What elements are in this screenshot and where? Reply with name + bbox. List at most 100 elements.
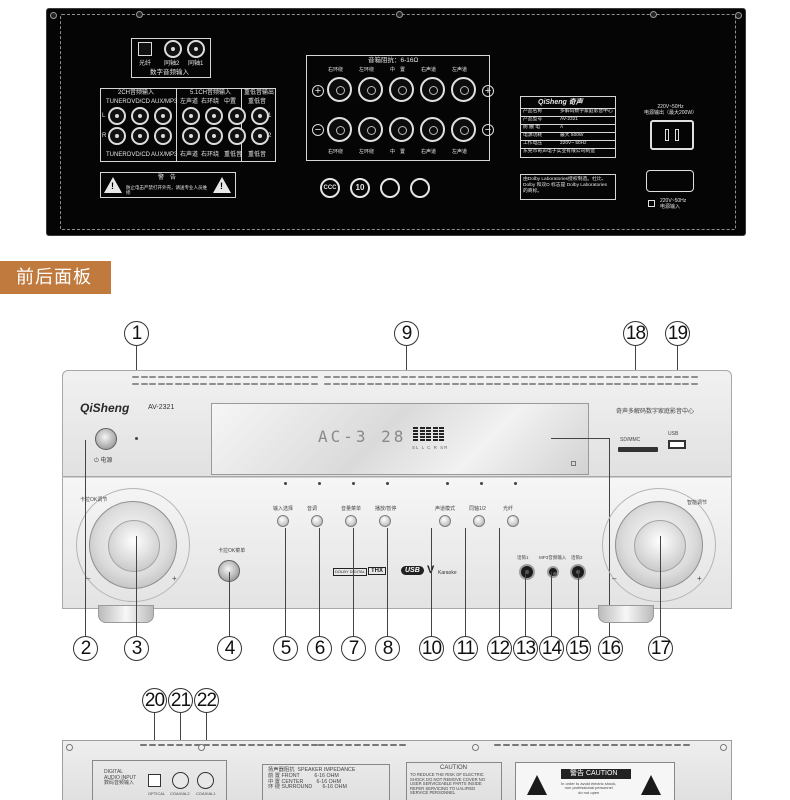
level-segment xyxy=(426,430,431,432)
eco-10-cert-icon: 10 xyxy=(350,178,370,198)
vent-slot xyxy=(157,383,165,385)
coaxial1-port[interactable] xyxy=(197,772,214,789)
vent-slot xyxy=(602,744,609,746)
vent-slot xyxy=(656,744,663,746)
mp3-label: MP3音频输入 xyxy=(539,555,567,560)
rca-jack-icon xyxy=(108,107,126,125)
callout-8: 8 xyxy=(375,636,400,661)
caution-title: CAUTION xyxy=(440,765,467,771)
mic1-jack[interactable] xyxy=(519,564,535,580)
vent-slot xyxy=(648,376,655,378)
speaker-top-label: 右环绕 xyxy=(328,67,344,73)
front-button-7[interactable] xyxy=(507,515,519,527)
level-segment xyxy=(439,433,444,435)
vent-slot xyxy=(203,744,210,746)
callout-4: 4 xyxy=(217,636,242,661)
karaoke-logo: Karaoke xyxy=(438,570,457,576)
spec-key: 东莞市奇声电子实业有限公司制造 xyxy=(523,148,595,154)
vent-slot xyxy=(494,383,501,385)
vent-slot xyxy=(349,383,357,385)
vent-slot xyxy=(417,383,425,385)
right-knob-ring xyxy=(602,488,716,602)
front-button-4[interactable] xyxy=(379,515,391,527)
spec-brand: QiSheng 奇声 xyxy=(538,99,583,106)
ac-outlet-icon xyxy=(650,120,694,150)
sd-card-slot[interactable] xyxy=(618,447,658,452)
vent-slot xyxy=(149,383,156,385)
front-button-6[interactable] xyxy=(473,515,485,527)
front-button-3[interactable] xyxy=(345,515,357,527)
vent-slot xyxy=(460,376,467,378)
level-segment xyxy=(432,427,438,429)
vent-slot xyxy=(584,744,591,746)
spec-value: AV-2321 xyxy=(560,116,579,122)
leader-line xyxy=(431,528,432,636)
power-button[interactable] xyxy=(95,428,117,450)
callout-7: 7 xyxy=(341,636,366,661)
vent-slot xyxy=(593,744,600,746)
speaker-bottom-label: 左环绕 xyxy=(359,149,375,155)
karaoke-adjust-knob[interactable] xyxy=(89,501,177,589)
vent-slot xyxy=(400,383,408,385)
vent-slot xyxy=(208,376,216,378)
coaxial1-label: COAXIAL1 xyxy=(196,791,216,796)
mic1-label: 话筒1 xyxy=(517,555,529,560)
front-button-label: 同轴1/2 xyxy=(469,506,486,512)
spec-divider xyxy=(520,132,616,133)
vent-slot xyxy=(302,383,309,385)
vfd-display xyxy=(211,403,589,475)
warning-title: 警 告 xyxy=(158,175,177,181)
vent-slot xyxy=(690,376,698,378)
vent-slot xyxy=(611,744,618,746)
rca-jack-icon xyxy=(228,107,246,125)
vent-slot xyxy=(276,383,284,385)
vent-slot xyxy=(366,383,374,385)
panel-dot xyxy=(446,482,449,485)
front-button-5[interactable] xyxy=(439,515,451,527)
coaxial2-port[interactable] xyxy=(172,772,189,789)
speaker-box xyxy=(306,55,490,161)
vent-slot xyxy=(311,744,318,746)
vent-slot xyxy=(390,744,397,746)
front-button-label: 音量菜单 xyxy=(341,506,362,512)
audio-input-box xyxy=(100,88,276,162)
vent-slot xyxy=(318,744,325,746)
leader-line xyxy=(499,528,500,636)
spec-key: 工作电压 xyxy=(523,140,543,146)
level-segment xyxy=(413,436,418,438)
vent-slot xyxy=(259,376,267,378)
mp3-input-jack[interactable] xyxy=(547,566,559,578)
usb-port[interactable] xyxy=(668,440,686,449)
smart-adjust-knob[interactable] xyxy=(615,501,703,589)
vent-slot xyxy=(639,376,647,378)
callout-2: 2 xyxy=(73,636,98,661)
level-segment xyxy=(426,427,431,429)
level-segment xyxy=(419,436,425,438)
ac-out-label: 220V~50Hz 电源输出（最大200W） xyxy=(644,104,698,117)
vent-slot xyxy=(221,744,228,746)
vent-slot xyxy=(557,744,564,746)
indicator-led xyxy=(135,437,138,440)
speaker-terminal-icon xyxy=(327,77,352,102)
optical-port[interactable] xyxy=(148,774,161,787)
vent-slot xyxy=(132,383,139,385)
vent-slot xyxy=(575,744,582,746)
vent-slot xyxy=(383,383,391,385)
speaker-terminal-icon xyxy=(327,117,352,142)
front-button-2[interactable] xyxy=(311,515,323,527)
panel-dot xyxy=(386,482,389,485)
coaxial2-jack-icon xyxy=(164,40,182,58)
brand-logo: QiSheng xyxy=(80,401,130,415)
front-button-1[interactable] xyxy=(277,515,289,527)
vent-slot xyxy=(690,383,698,385)
level-segment xyxy=(419,433,425,435)
vent-slot xyxy=(248,744,255,746)
digital-label: 光纤 xyxy=(139,61,152,67)
level-segment xyxy=(432,439,438,441)
vent-slot xyxy=(345,744,352,746)
dolby-note: 由Dolby Laboratories授权制造。杜比、Dolby 和双D 标志是… xyxy=(523,177,607,194)
vent-slot xyxy=(443,376,450,378)
speaker-top-label: 左声道 xyxy=(452,67,468,73)
vent-slot xyxy=(234,376,241,378)
vent-slot xyxy=(302,376,309,378)
